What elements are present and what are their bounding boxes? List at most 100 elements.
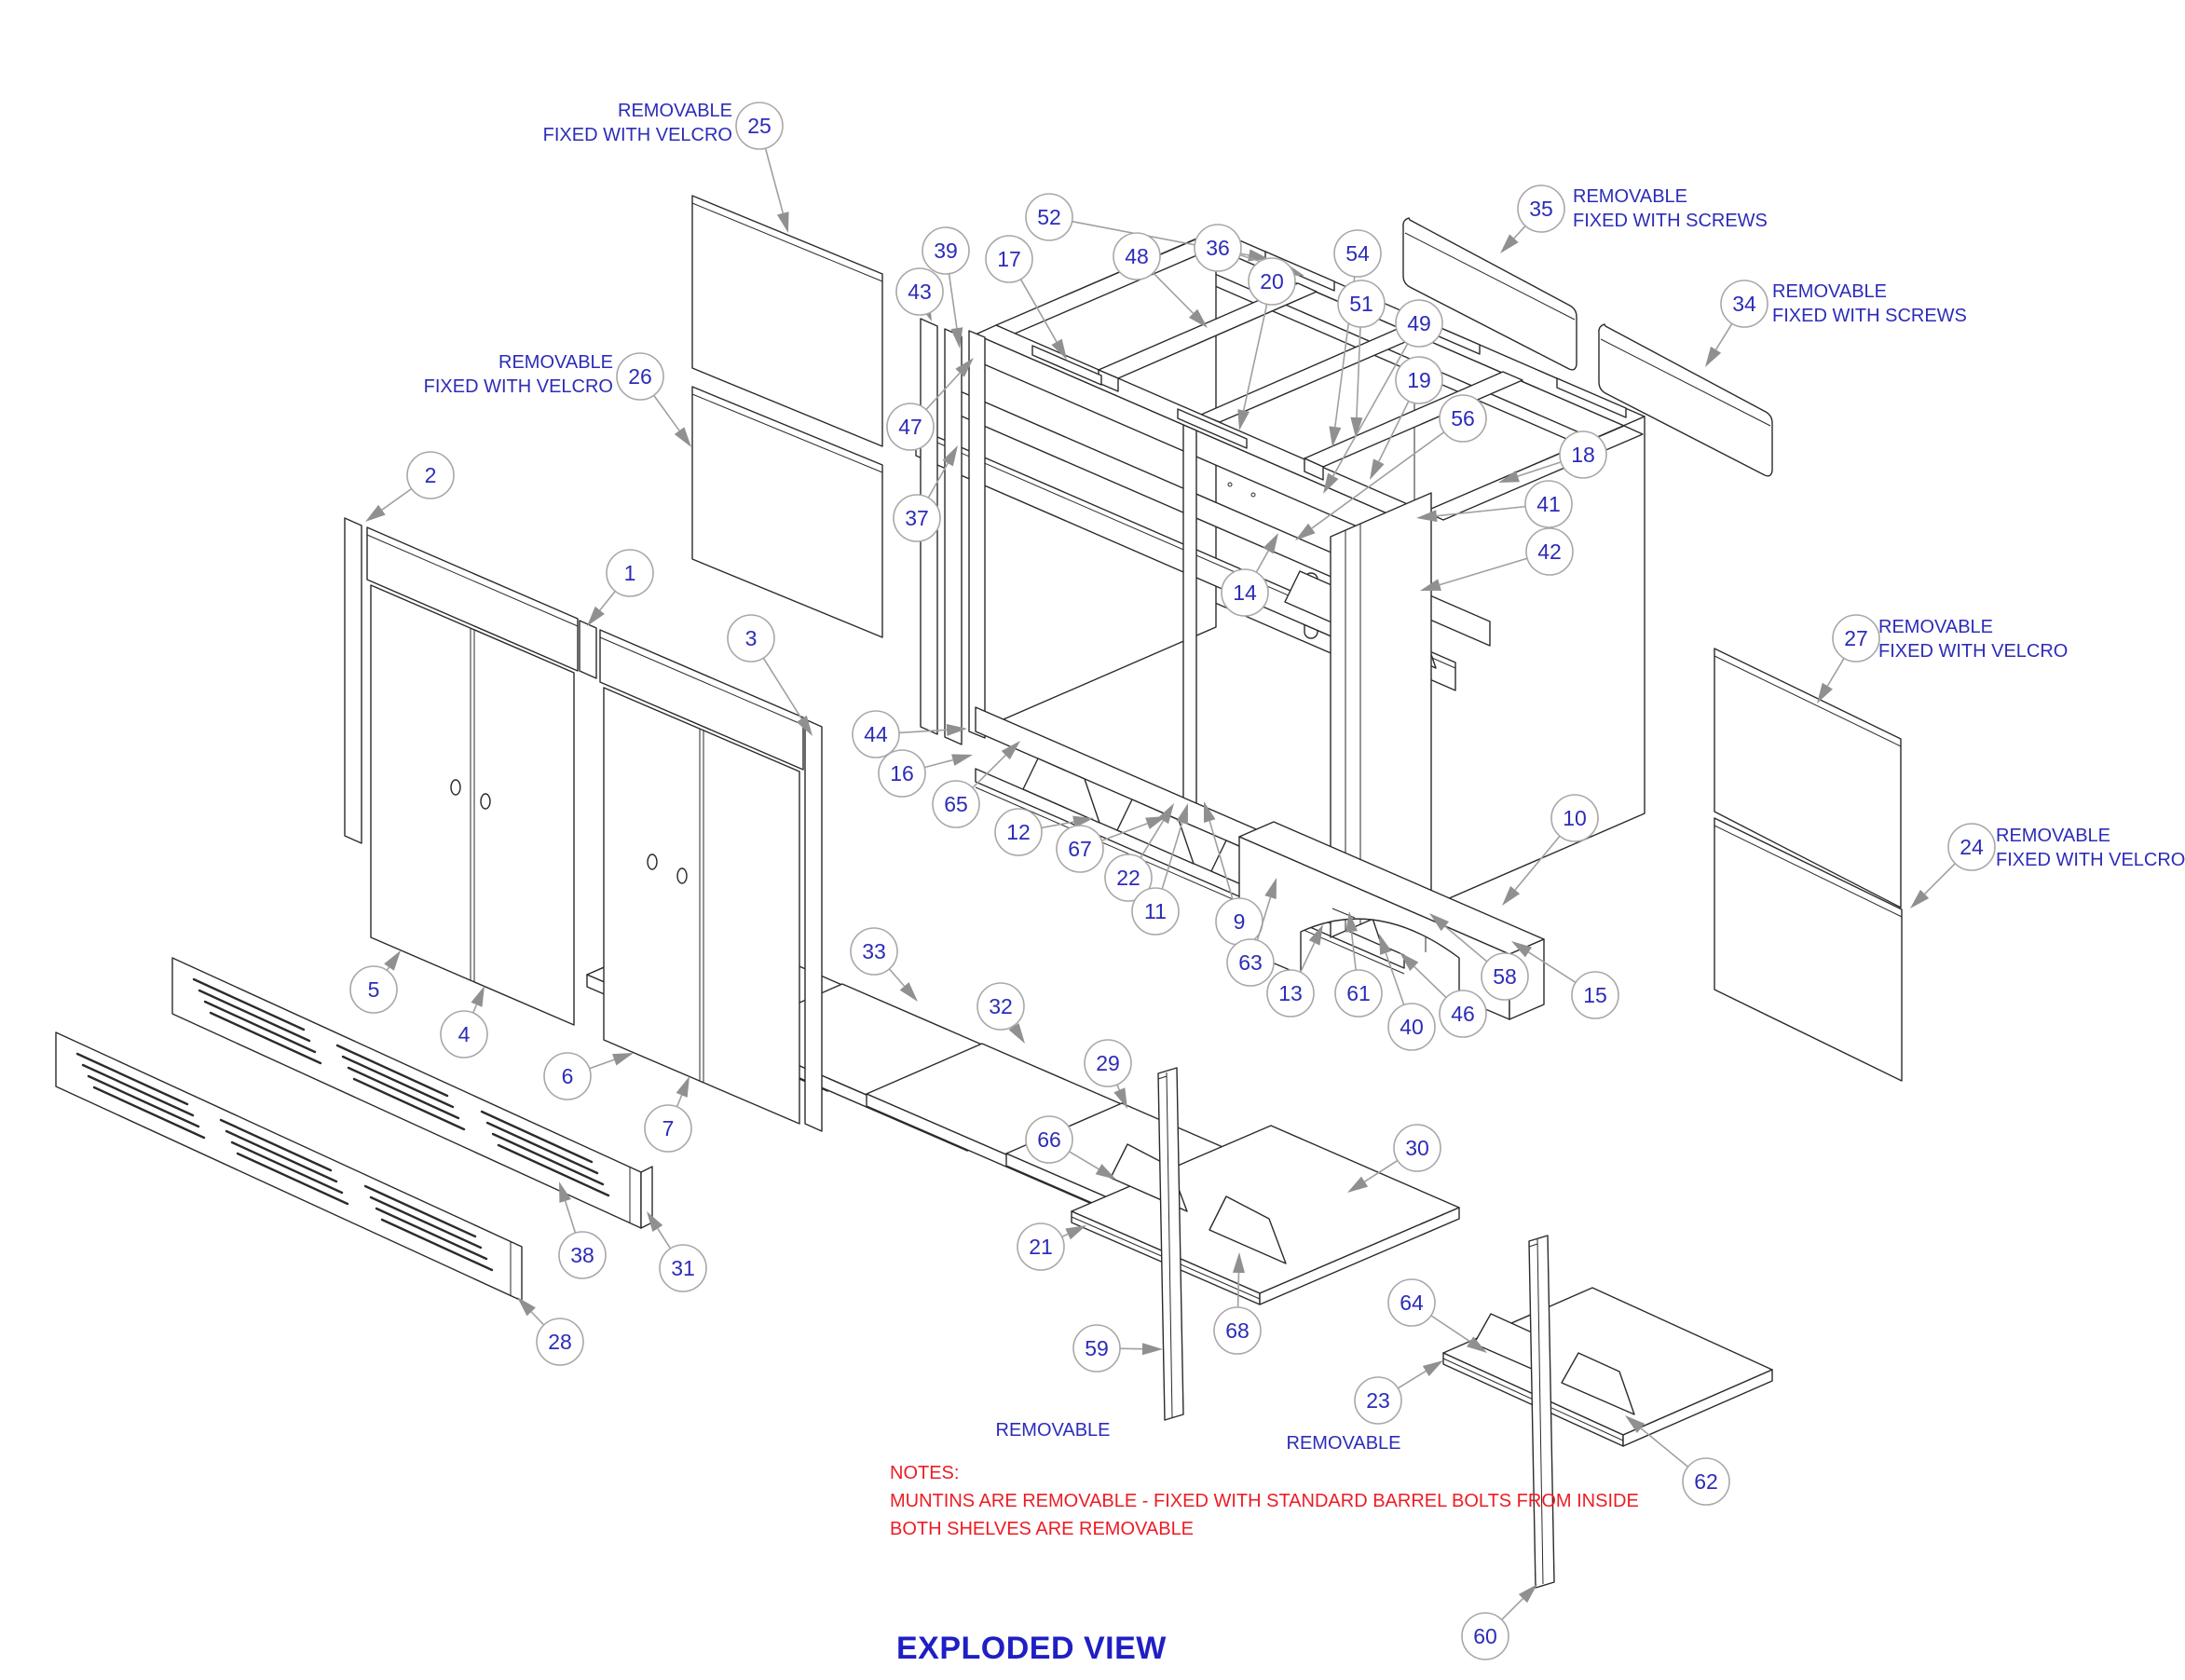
balloon-circle-43 — [895, 267, 944, 316]
balloon-circle-11 — [1131, 887, 1180, 936]
velcro-panel-25 — [691, 195, 883, 447]
label-line: FIXED WITH VELCRO — [542, 125, 732, 145]
balloon-circle-39 — [922, 226, 970, 275]
balloon-circle-49 — [1395, 299, 1443, 348]
balloon-number-11: 11 — [1144, 899, 1167, 923]
balloon-number-66: 66 — [1037, 1127, 1061, 1152]
label-line: REMOVABLE — [1996, 826, 2110, 846]
balloon-circle-42 — [1525, 527, 1574, 576]
balloon-56: 56 — [1295, 394, 1487, 540]
balloon-circle-59 — [1072, 1324, 1121, 1373]
screw-panel-34 — [1598, 323, 1773, 477]
label-screws-35: REMOVABLE FIXED WITH SCREWS — [1573, 184, 1796, 233]
balloon-circle-44 — [852, 710, 900, 758]
balloon-number-44: 44 — [864, 722, 888, 746]
balloon-11: 11 — [1131, 803, 1188, 936]
balloon-number-60: 60 — [1473, 1624, 1497, 1648]
balloon-34: 34 — [1705, 280, 1768, 367]
balloon-number-30: 30 — [1405, 1136, 1429, 1160]
balloon-circle-24 — [1947, 823, 1996, 871]
label-line: REMOVABLE — [498, 352, 613, 373]
balloon-number-10: 10 — [1563, 806, 1587, 830]
balloon-number-38: 38 — [570, 1243, 594, 1267]
balloon-number-17: 17 — [997, 247, 1021, 271]
balloon-number-14: 14 — [1233, 580, 1257, 605]
balloon-circle-13 — [1266, 969, 1315, 1018]
label-removable-shelf-1: REMOVABLE — [969, 1418, 1137, 1442]
balloon-number-40: 40 — [1400, 1015, 1424, 1039]
balloon-circle-41 — [1524, 480, 1573, 528]
balloon-number-6: 6 — [562, 1064, 574, 1088]
balloon-circle-34 — [1720, 280, 1768, 328]
balloon-circle-33 — [850, 927, 898, 976]
balloon-number-1: 1 — [624, 561, 636, 585]
balloon-26: 26 — [616, 352, 691, 447]
balloon-circle-30 — [1393, 1124, 1441, 1172]
balloon-circle-21 — [1017, 1222, 1065, 1271]
balloon-circle-38 — [558, 1231, 607, 1279]
balloon-number-23: 23 — [1366, 1388, 1390, 1413]
balloon-number-49: 49 — [1407, 311, 1431, 335]
balloon-number-32: 32 — [989, 994, 1013, 1018]
balloon-number-59: 59 — [1085, 1336, 1109, 1360]
door-assembly — [344, 517, 823, 1132]
balloon-10: 10 — [1502, 794, 1599, 906]
balloon-circle-29 — [1084, 1039, 1132, 1087]
balloon-number-64: 64 — [1400, 1291, 1424, 1315]
balloon-number-19: 19 — [1407, 368, 1431, 392]
balloon-number-29: 29 — [1096, 1051, 1120, 1075]
balloon-number-56: 56 — [1451, 406, 1475, 430]
balloon-43: 43 — [895, 267, 944, 321]
balloon-31: 31 — [647, 1211, 707, 1292]
balloon-circle-15 — [1571, 971, 1619, 1019]
label-line: FIXED WITH VELCRO — [1878, 641, 2069, 662]
balloon-number-25: 25 — [747, 114, 772, 138]
balloon-circle-2 — [406, 451, 455, 499]
balloon-circle-66 — [1025, 1115, 1073, 1164]
balloon-circle-47 — [886, 403, 935, 451]
balloon-circle-14 — [1221, 568, 1269, 617]
balloon-circle-54 — [1333, 229, 1382, 278]
balloon-circle-56 — [1439, 394, 1487, 443]
balloon-37: 37 — [893, 445, 958, 542]
balloon-number-4: 4 — [458, 1022, 471, 1046]
balloon-circle-19 — [1395, 356, 1443, 404]
label-removable-shelf-2: REMOVABLE — [1260, 1431, 1427, 1455]
label-line: FIXED WITH SCREWS — [1573, 211, 1768, 231]
balloon-circle-46 — [1439, 990, 1487, 1038]
balloon-number-43: 43 — [908, 280, 932, 304]
balloon-32: 32 — [976, 982, 1025, 1044]
balloon-circle-37 — [893, 494, 941, 542]
velcro-panel-24 — [1714, 817, 1903, 1082]
balloon-52: 52 — [1025, 193, 1269, 262]
balloon-circle-36 — [1194, 224, 1242, 272]
label-line: REMOVABLE — [1573, 186, 1687, 207]
velcro-panel-27 — [1714, 648, 1902, 908]
balloon-circle-28 — [536, 1318, 584, 1366]
balloon-17: 17 — [985, 235, 1067, 360]
balloon-circle-25 — [735, 102, 784, 150]
balloon-51: 51 — [1337, 280, 1386, 438]
balloon-47: 47 — [886, 358, 974, 451]
balloon-number-39: 39 — [934, 239, 958, 263]
balloon-number-37: 37 — [905, 506, 929, 530]
balloon-circle-31 — [659, 1244, 707, 1292]
balloon-number-62: 62 — [1694, 1469, 1718, 1494]
balloon-number-16: 16 — [890, 761, 914, 785]
balloon-22: 22 — [1104, 803, 1174, 902]
notes-heading: NOTES: — [890, 1463, 960, 1483]
balloon-circle-3 — [727, 614, 775, 662]
balloon-23: 23 — [1354, 1360, 1443, 1425]
balloon-49: 49 — [1323, 299, 1443, 494]
balloon-circle-48 — [1113, 232, 1161, 280]
balloon-circle-35 — [1517, 184, 1565, 233]
balloon-4: 4 — [440, 986, 488, 1059]
balloon-circle-64 — [1387, 1278, 1436, 1327]
balloon-5: 5 — [349, 950, 401, 1014]
balloon-9: 9 — [1203, 801, 1263, 946]
balloon-39: 39 — [922, 226, 970, 348]
